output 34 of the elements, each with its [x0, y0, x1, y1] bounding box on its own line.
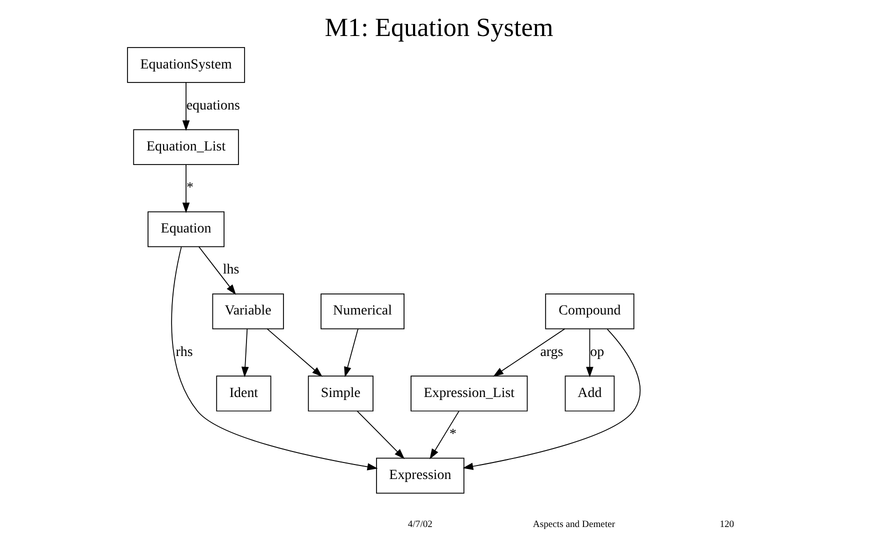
arrow	[356, 410, 405, 460]
label: 120	[720, 519, 734, 530]
node-box: Compound	[545, 293, 634, 330]
edge-label: rhs	[176, 344, 193, 360]
arrow	[182, 82, 190, 131]
node-box: Add	[564, 376, 615, 412]
arrow	[266, 328, 323, 377]
arrow	[241, 328, 249, 378]
arrow	[462, 328, 641, 470]
node-box: Equation_List	[133, 129, 239, 166]
arrow	[344, 328, 358, 378]
node-box: Expression	[376, 458, 464, 494]
node-box: Equation	[148, 211, 224, 248]
label: Aspects and Demeter	[532, 519, 616, 530]
label: 4/7/02	[408, 519, 432, 530]
node-box: Expression_List	[410, 376, 528, 412]
edge-label: args	[540, 344, 564, 360]
edge-label: *	[186, 180, 194, 196]
diagram-title: M1: Equation System	[324, 13, 554, 42]
node-box: Ident	[216, 376, 272, 412]
edge-label: equations	[186, 98, 240, 114]
edge-label: lhs	[222, 262, 240, 278]
arrow	[171, 246, 378, 470]
node-box: Simple	[308, 376, 374, 412]
arrow	[493, 328, 566, 377]
node-box: Numerical	[320, 293, 404, 330]
edge-label: *	[449, 426, 456, 442]
edge-label: op	[590, 344, 604, 360]
arrow	[430, 410, 460, 460]
arrow	[182, 164, 190, 214]
arrow	[586, 328, 594, 378]
node-box: EquationSystem	[127, 47, 246, 83]
node-box: Variable	[212, 293, 284, 330]
arrow	[198, 246, 236, 295]
